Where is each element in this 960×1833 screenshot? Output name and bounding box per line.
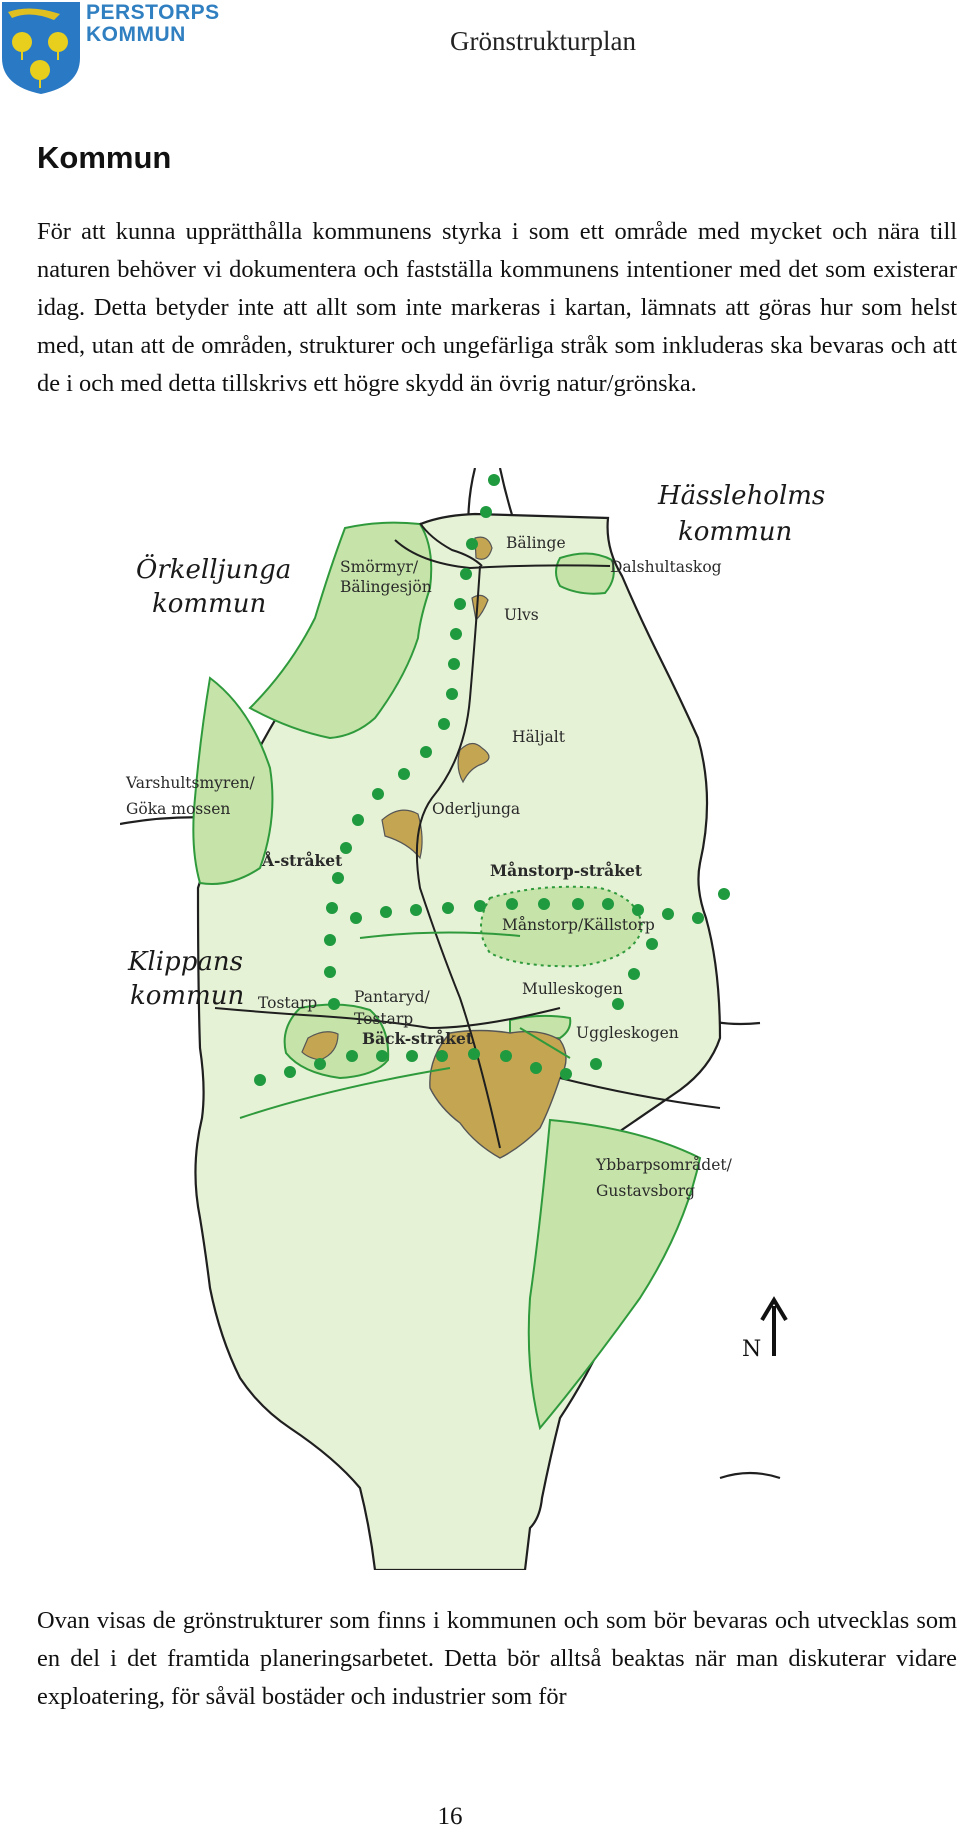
green-structure-map: Örkelljunga kommun Hässleholms kommun Kl… (120, 468, 825, 1570)
corridor-dot (446, 688, 458, 700)
haljalt-label: Häljalt (512, 728, 566, 746)
corridor-dot (602, 898, 614, 910)
coat-of-arms-icon (2, 2, 80, 94)
corridor-dot (572, 898, 584, 910)
road-network (214, 522, 721, 1149)
manstorp-straket-label: Månstorp-stråket (490, 861, 643, 880)
a-straket-label: Å-stråket (261, 851, 343, 870)
corridor-dot (254, 1074, 266, 1086)
balinge-village (474, 536, 493, 560)
ybbarp-green-area (527, 1118, 702, 1431)
smormyr-label-2: Bälingesjön (340, 578, 432, 596)
perstorp-logo: PERSTORPS KOMMUN (0, 0, 219, 96)
corridor-dot (332, 872, 344, 884)
ybbarp-label: Ybbarpsområdet/ (595, 1156, 733, 1174)
corridor-dot (284, 1066, 296, 1078)
corridor-dot (328, 998, 340, 1010)
north-label: N (742, 1337, 761, 1362)
corridor-dot (410, 904, 422, 916)
corridor-dot (346, 1050, 358, 1062)
corridor-dot (560, 1068, 572, 1080)
corridor-dot (500, 1050, 512, 1062)
corridor-dot (340, 842, 352, 854)
corridor-dot (632, 904, 644, 916)
stream-lines (239, 931, 571, 1119)
document-title: Grönstrukturplan (450, 26, 636, 56)
corridor-dot (466, 538, 478, 550)
corridor-dot (450, 628, 462, 640)
logo-line-1: PERSTORPS (86, 1, 220, 24)
map-description-paragraph: Ovan visas de grönstrukturer som finns i… (37, 1607, 957, 1710)
back-straket-label: Bäck-stråket (362, 1029, 474, 1048)
corridor-dot (506, 898, 518, 910)
tostarp-label: Tostarp (258, 994, 317, 1012)
manstorp-green-area (480, 885, 644, 968)
dalshultaskog-label: Dalshultaskog (610, 558, 722, 576)
north-arrow-icon: N (742, 1296, 788, 1362)
corridor-dot (646, 938, 658, 950)
corridor-dot (530, 1062, 542, 1074)
corridor-dot (326, 902, 338, 914)
pantaryd-label: Pantaryd/ (354, 988, 431, 1006)
neighbour-labels: Örkelljunga kommun Hässleholms kommun Kl… (127, 481, 825, 1011)
corridor-dot (398, 768, 410, 780)
corridor-dot (438, 718, 450, 730)
varshult-label: Varshultsmyren/ (125, 774, 256, 792)
klippan-label-2: kommun (130, 981, 244, 1011)
hassleholm-label-2: kommun (678, 517, 792, 547)
corridor-dot (350, 912, 362, 924)
section-heading: Kommun (37, 140, 172, 175)
orkelljunga-label-2: kommun (152, 589, 266, 619)
oderljunga-label: Oderljunga (432, 800, 520, 818)
ulvs-label: Ulvs (504, 606, 539, 624)
tostarp-village (301, 1031, 339, 1061)
varshult-label-2: Göka mossen (126, 800, 230, 818)
corridor-dot (590, 1058, 602, 1070)
mulleskogen-label: Mulleskogen (522, 980, 623, 998)
balinge-label: Bälinge (506, 534, 566, 552)
corridor-dot (454, 598, 466, 610)
page-number: 16 (437, 1803, 463, 1830)
corridor-dot (474, 900, 486, 912)
corridor-dot (436, 1050, 448, 1062)
corridor-dot (628, 968, 640, 980)
corridor-dot (480, 506, 492, 518)
intro-paragraph: För att kunna upprätthålla kommunens sty… (37, 218, 957, 397)
corridor-dot (352, 814, 364, 826)
orkelljunga-label: Örkelljunga (136, 553, 291, 585)
corridor-dot (380, 906, 392, 918)
green-corridor-dots (254, 474, 730, 1086)
logo-line-2: KOMMUN (86, 23, 186, 46)
manstorp-kallstorp-label: Månstorp/Källstorp (502, 916, 655, 934)
haljalt-village (457, 742, 490, 784)
corridor-dot (448, 658, 460, 670)
place-labels: Bälinge Smörmyr/ Bälingesjön Dalshultask… (125, 534, 733, 1200)
corridor-dot (324, 934, 336, 946)
smormyr-green-area (248, 521, 433, 740)
corridor-dot (662, 908, 674, 920)
corridor-dot (488, 474, 500, 486)
corridor-dot (538, 898, 550, 910)
uggleskogen-label: Uggleskogen (576, 1024, 679, 1042)
corridor-dot (314, 1058, 326, 1070)
dalshultaskog-green-area (555, 552, 615, 595)
smormyr-label: Smörmyr/ (340, 558, 419, 576)
corridor-dot (692, 912, 704, 924)
pantaryd-label-2: Tostarp (354, 1010, 413, 1028)
corridor-dot (718, 888, 730, 900)
corridor-dot (420, 746, 432, 758)
varshult-green-area (192, 676, 274, 885)
corridor-dot (460, 568, 472, 580)
corridor-dot (442, 902, 454, 914)
corridor-dot (612, 998, 624, 1010)
hassleholm-label: Hässleholms (657, 481, 825, 511)
corridor-dot (376, 1050, 388, 1062)
corridor-dot (468, 1048, 480, 1060)
oderljunga-village (381, 809, 423, 860)
corridor-dot (324, 966, 336, 978)
corridor-dot (406, 1050, 418, 1062)
corridor-dot (372, 788, 384, 800)
ybbarp-label-2: Gustavsborg (596, 1182, 695, 1200)
klippan-label: Klippans (127, 947, 243, 977)
